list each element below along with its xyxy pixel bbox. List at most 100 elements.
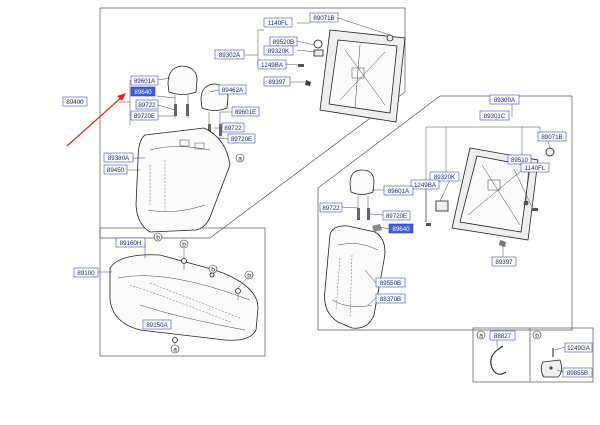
svg-text:89722: 89722 bbox=[224, 125, 242, 132]
part-label-89150A[interactable]: 89150A bbox=[142, 319, 172, 330]
callout-b-lower-2: b bbox=[179, 239, 189, 249]
part-label-1249BA-right[interactable]: 1249BA bbox=[410, 179, 440, 190]
svg-text:a: a bbox=[479, 333, 483, 340]
part-label-89302A[interactable]: 89302A bbox=[214, 49, 245, 60]
svg-text:89397: 89397 bbox=[495, 259, 513, 266]
right-panel bbox=[317, 95, 573, 331]
svg-text:89720E: 89720E bbox=[386, 213, 407, 220]
svg-text:89301C: 89301C bbox=[484, 113, 506, 120]
part-label-89601A-right[interactable]: 89601A bbox=[383, 185, 414, 196]
svg-text:b: b bbox=[182, 242, 186, 249]
svg-text:a: a bbox=[238, 156, 242, 163]
right-back-cushion bbox=[324, 225, 386, 329]
part-label-1140FL-top[interactable]: 1140FL bbox=[263, 17, 293, 28]
part-label-88370B[interactable]: 88370B bbox=[375, 293, 406, 304]
part-label-89450[interactable]: 89450 bbox=[103, 164, 128, 175]
svg-text:1140FL: 1140FL bbox=[525, 165, 546, 172]
svg-text:89640: 89640 bbox=[134, 89, 152, 96]
part-label-89320K-top[interactable]: 89320K bbox=[263, 45, 294, 56]
part-label-89720E-a[interactable]: 89720E bbox=[130, 110, 159, 121]
svg-text:89320K: 89320K bbox=[268, 48, 290, 55]
svg-text:89071B: 89071B bbox=[313, 15, 334, 22]
svg-text:89160H: 89160H bbox=[120, 240, 142, 247]
part-label-1140FL-right[interactable]: 1140FL bbox=[520, 162, 550, 173]
part-label-89397-right[interactable]: 89397 bbox=[491, 256, 517, 267]
svg-text:b: b bbox=[535, 333, 539, 340]
part-label-89300A[interactable]: 89300A bbox=[489, 94, 520, 105]
part-label-89071B-right[interactable]: 89071B bbox=[537, 131, 567, 142]
svg-text:1249GA: 1249GA bbox=[567, 345, 591, 352]
part-label-89722-right[interactable]: 89722 bbox=[319, 202, 343, 213]
part-label-89071B-top[interactable]: 89071B bbox=[309, 12, 339, 23]
part-label-89855B[interactable]: 89855B bbox=[562, 367, 593, 378]
part-label-89397-top[interactable]: 89397 bbox=[263, 76, 291, 87]
part-label-89320K-right[interactable]: 89320K bbox=[429, 171, 460, 182]
part-label-89601A[interactable]: 89601A bbox=[130, 75, 159, 86]
part-label-89640-highlighted[interactable]: 89640 bbox=[130, 86, 156, 97]
svg-text:89855B: 89855B bbox=[567, 370, 588, 377]
svg-text:89380A: 89380A bbox=[108, 155, 130, 162]
svg-text:1249BA: 1249BA bbox=[261, 62, 284, 69]
callout-a-upper: a bbox=[235, 153, 245, 163]
guide-pins-upper bbox=[174, 104, 222, 136]
part-label-89722-a[interactable]: 89722 bbox=[135, 99, 159, 110]
svg-text:89520B: 89520B bbox=[273, 39, 294, 46]
svg-text:89300A: 89300A bbox=[494, 97, 516, 104]
part-label-89462A[interactable]: 89462A bbox=[218, 84, 247, 95]
svg-text:89450: 89450 bbox=[107, 167, 125, 174]
callout-b-legend: b bbox=[532, 330, 542, 340]
svg-text:89071B: 89071B bbox=[541, 134, 562, 141]
svg-text:89601A: 89601A bbox=[388, 188, 410, 195]
part-label-89601E[interactable]: 89601E bbox=[231, 106, 260, 117]
part-label-89100[interactable]: 89100 bbox=[73, 267, 99, 278]
part-label-89510[interactable]: 89510 bbox=[507, 154, 532, 165]
part-label-89160H[interactable]: 89160H bbox=[115, 237, 146, 248]
svg-text:89720E: 89720E bbox=[231, 136, 252, 143]
headrest-left bbox=[167, 65, 198, 118]
callout-b-lower-3: b bbox=[208, 264, 218, 274]
part-label-1249BA-top[interactable]: 1249BA bbox=[257, 59, 287, 70]
part-label-89380A[interactable]: 89380A bbox=[103, 152, 134, 163]
svg-text:1249BA: 1249BA bbox=[414, 182, 437, 189]
part-label-89720E-b[interactable]: 89720E bbox=[227, 133, 256, 144]
part-label-89720E-right[interactable]: 89720E bbox=[382, 210, 411, 221]
part-label-88827[interactable]: 88827 bbox=[489, 330, 516, 341]
part-label-89640-right-highlighted[interactable]: 89640 bbox=[388, 223, 414, 234]
part-label-1249GA[interactable]: 1249GA bbox=[564, 342, 593, 353]
part-label-89550B[interactable]: 89550B bbox=[375, 277, 406, 288]
callout-arrow bbox=[66, 93, 126, 147]
svg-text:89550B: 89550B bbox=[380, 280, 401, 287]
callout-a-legend: a bbox=[476, 330, 486, 340]
svg-text:89302A: 89302A bbox=[219, 52, 241, 59]
part-label-89301C[interactable]: 89301C bbox=[479, 110, 510, 121]
svg-text:89722: 89722 bbox=[138, 102, 156, 109]
svg-text:89100: 89100 bbox=[77, 270, 95, 277]
svg-text:89640: 89640 bbox=[392, 226, 410, 233]
callout-b-lower-4: b bbox=[244, 270, 254, 280]
svg-text:89601E: 89601E bbox=[235, 109, 256, 116]
part-label-89722-b[interactable]: 89722 bbox=[221, 122, 245, 133]
right-small-parts bbox=[372, 147, 555, 247]
svg-text:b: b bbox=[211, 267, 215, 274]
right-headrest bbox=[349, 169, 375, 220]
svg-text:89510: 89510 bbox=[511, 157, 529, 164]
svg-text:89400: 89400 bbox=[66, 99, 84, 106]
upper-left-panel bbox=[99, 7, 406, 239]
callout-a-lower: a bbox=[170, 344, 180, 354]
svg-text:89722: 89722 bbox=[322, 205, 340, 212]
part-label-89400[interactable]: 89400 bbox=[62, 96, 88, 107]
legend-panel bbox=[472, 327, 594, 383]
svg-text:89462A: 89462A bbox=[222, 87, 244, 94]
svg-text:1140FL: 1140FL bbox=[268, 20, 289, 27]
svg-text:89720E: 89720E bbox=[134, 113, 155, 120]
svg-text:b: b bbox=[247, 273, 251, 280]
seat-back-cushion bbox=[135, 127, 231, 233]
callout-b-lower-1: b bbox=[153, 232, 163, 242]
svg-text:88827: 88827 bbox=[494, 333, 512, 340]
seat-back-frame bbox=[319, 29, 406, 123]
part-label-89520B[interactable]: 89520B bbox=[269, 36, 298, 47]
svg-text:89601A: 89601A bbox=[134, 78, 156, 85]
svg-text:88370B: 88370B bbox=[380, 296, 401, 303]
